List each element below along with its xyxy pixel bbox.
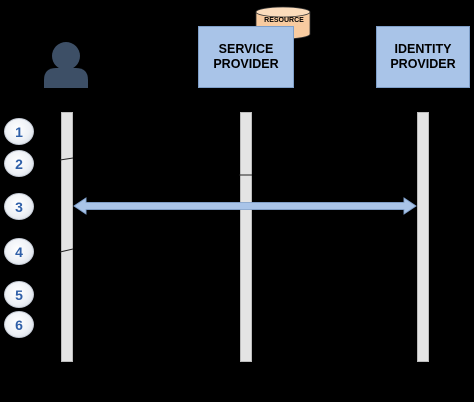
user-icon (44, 42, 88, 88)
identity-provider-line2: PROVIDER (390, 57, 456, 71)
lifeline-service-provider (240, 112, 252, 362)
lifeline-identity-provider (417, 112, 429, 362)
identity-provider-line1: IDENTITY (394, 42, 452, 56)
step-badge-2: 2 (4, 150, 34, 177)
service-provider-box: SERVICE PROVIDER (198, 26, 294, 88)
resource-label: RESOURCE (264, 17, 304, 24)
identity-provider-box: IDENTITY PROVIDER (376, 26, 470, 88)
step-badge-5: 5 (4, 281, 34, 308)
step-badge-6: 6 (4, 311, 34, 338)
service-provider-line1: SERVICE (218, 42, 274, 56)
service-provider-line2: PROVIDER (213, 57, 279, 71)
step-badge-3: 3 (4, 193, 34, 220)
lifeline-user (61, 112, 73, 362)
step-badge-4: 4 (4, 238, 34, 265)
step-badge-1: 1 (4, 118, 34, 145)
